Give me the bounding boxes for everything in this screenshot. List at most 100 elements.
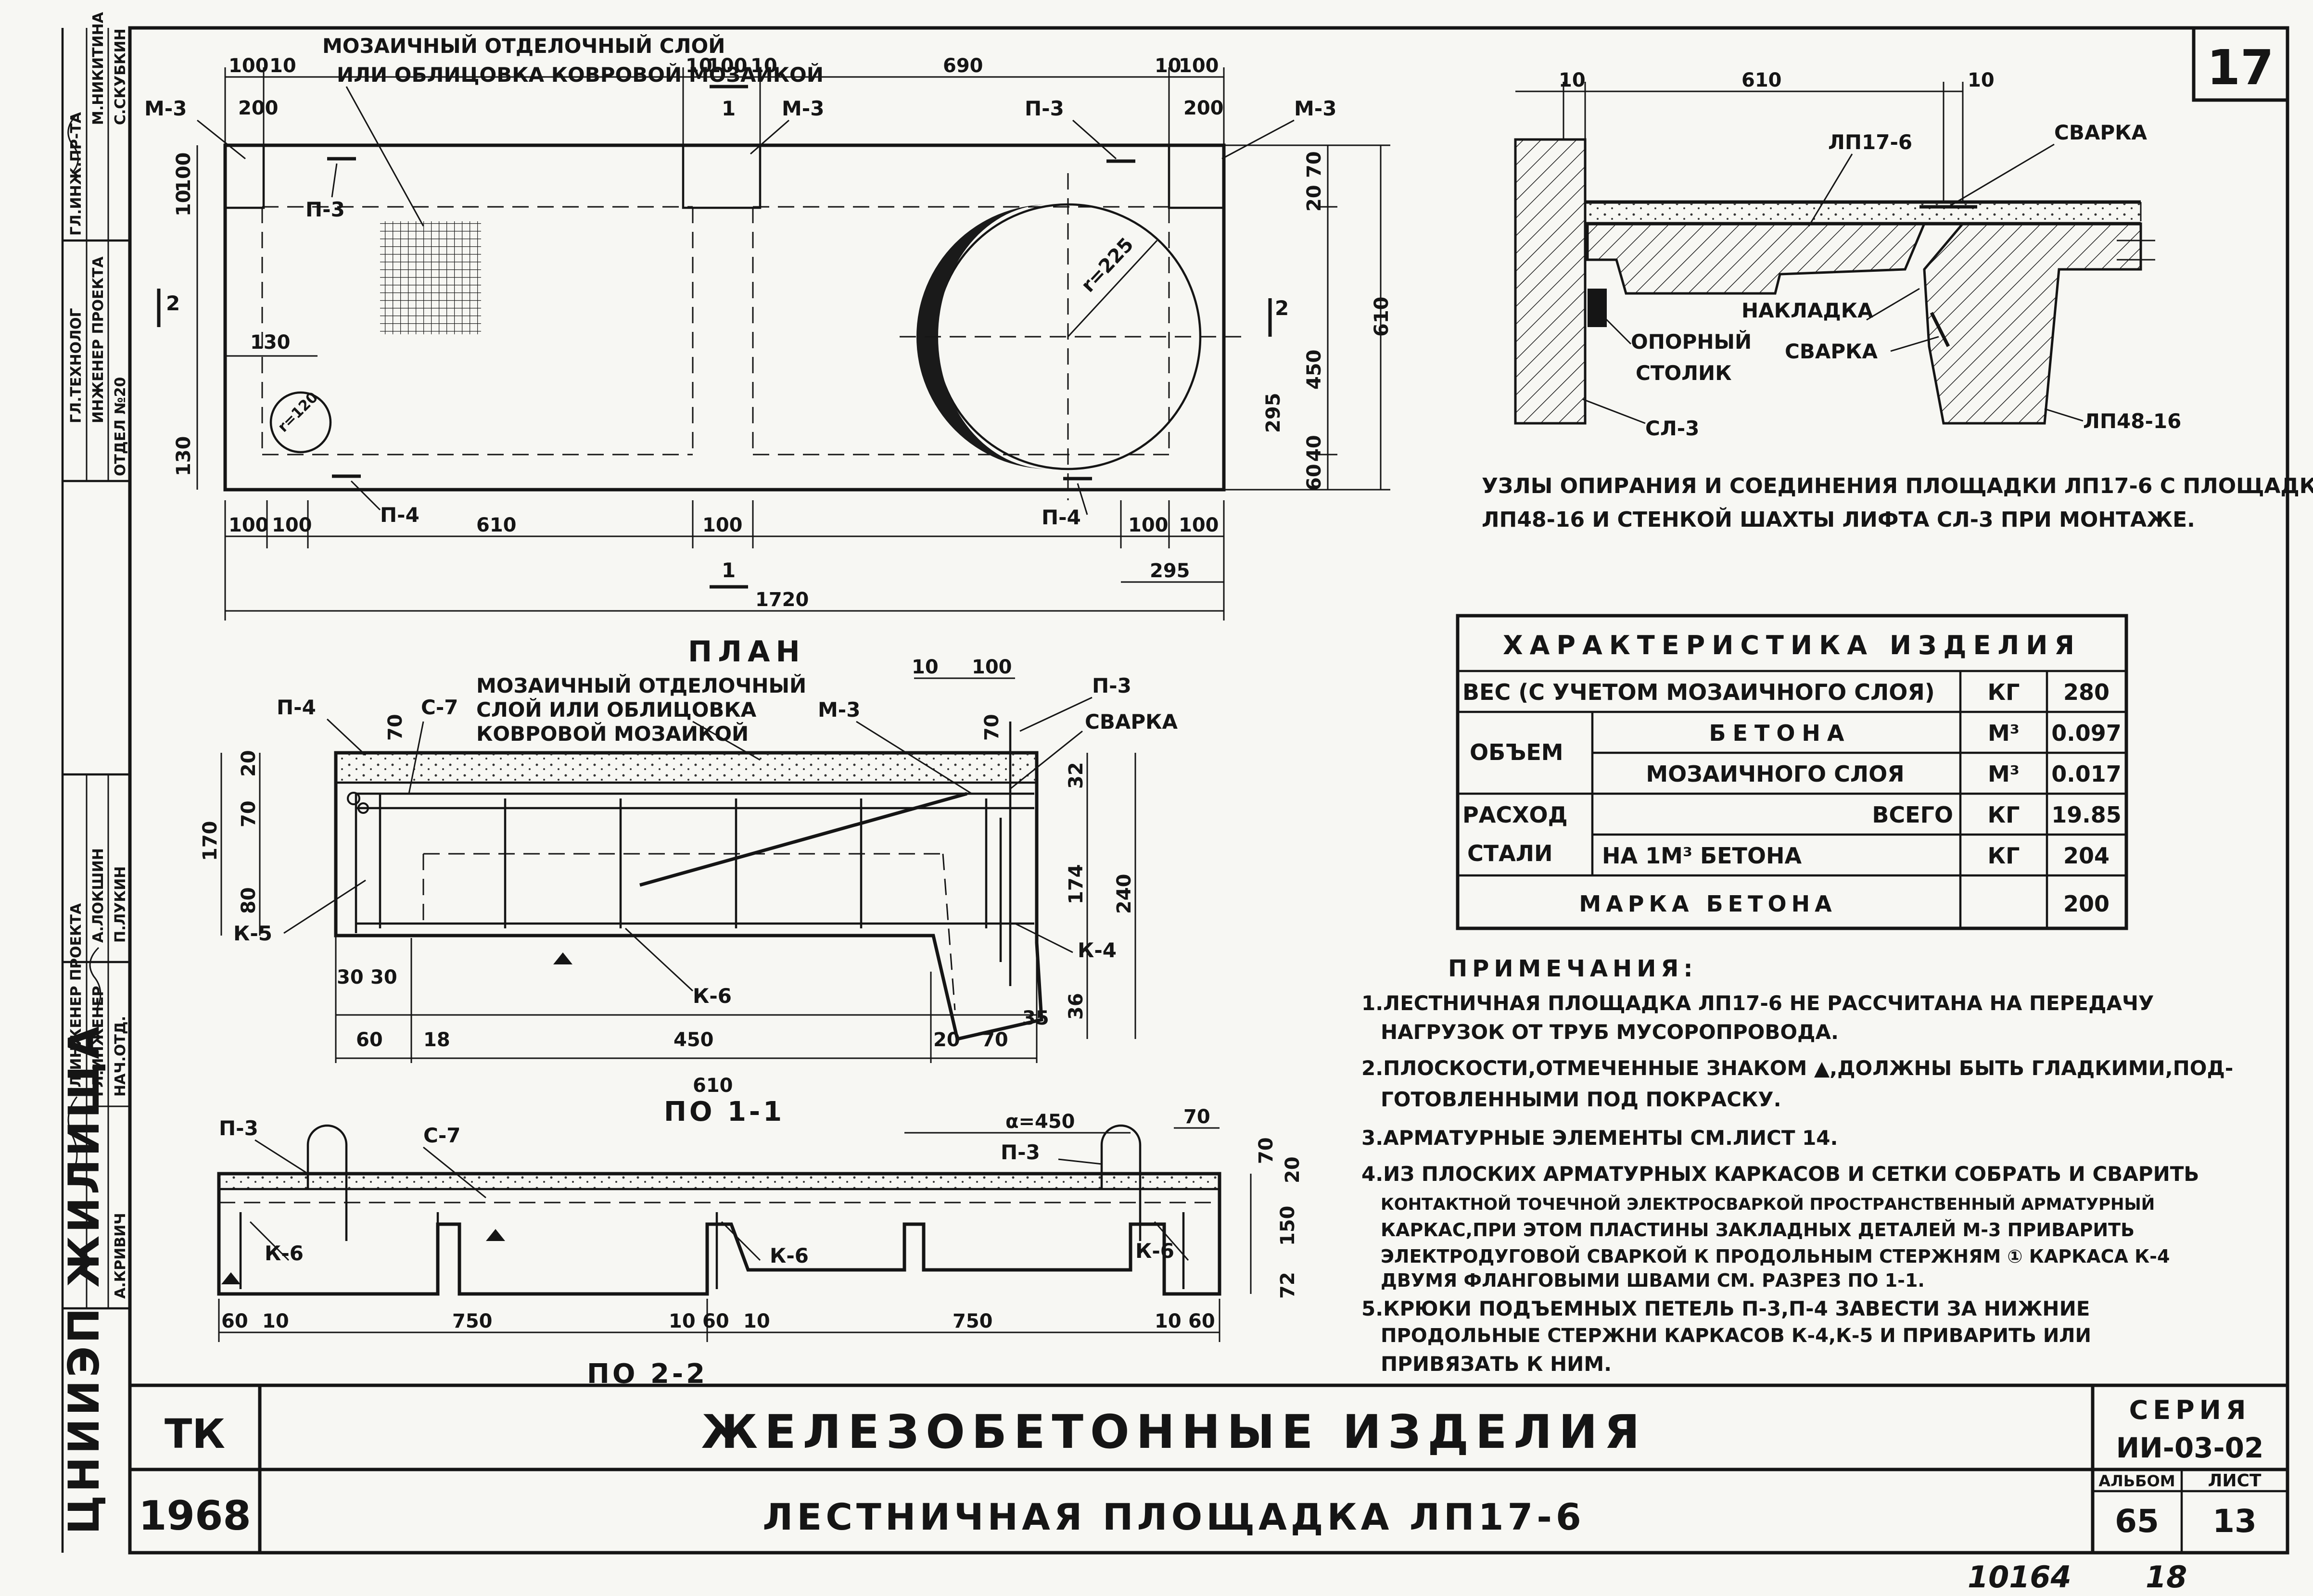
svg-text:35: 35: [1022, 1007, 1049, 1029]
stamp-name-1: М.НИКИТИНА: [90, 12, 107, 125]
node-caption-2: ЛП48-16 И СТЕНКОЙ ШАХТЫ ЛИФТА СЛ-3 ПРИ М…: [1482, 507, 2195, 532]
svg-text:200: 200: [238, 97, 279, 119]
svg-text:100: 100: [707, 55, 748, 77]
svg-text:ЛП17-6: ЛП17-6: [1828, 130, 1912, 154]
svg-text:ЛП48-16: ЛП48-16: [2083, 409, 2181, 433]
svg-text:100: 100: [229, 514, 269, 536]
svg-text:10: 10: [669, 1310, 696, 1332]
svg-text:610: 610: [1741, 69, 1782, 91]
note-line-11: 5.КРЮКИ ПОДЪЕМНЫХ ПЕТЕЛЬ П-3,П-4 ЗАВЕСТИ…: [1361, 1297, 2090, 1320]
svg-text:КГ: КГ: [1988, 679, 2020, 705]
svg-text:СВАРКА: СВАРКА: [1785, 340, 1878, 363]
svg-text:М³: М³: [1988, 720, 2020, 746]
plan-outline: [223, 143, 1226, 492]
svg-text:20: 20: [238, 750, 260, 777]
svg-text:204: 204: [2063, 843, 2110, 869]
plan-p3-left: П-3: [305, 198, 345, 221]
svg-text:10: 10: [743, 1310, 770, 1332]
svg-text:20: 20: [933, 1029, 960, 1051]
mosaic-mesh: [380, 221, 481, 334]
section22-outline: [217, 1172, 1221, 1296]
spec-title: ХАРАКТЕРИСТИКА ИЗДЕЛИЯ: [1503, 630, 2081, 660]
node-detail: 10 610 10 ЛП17-6 СВАРКА НАКЛАДКА СВАРКА …: [1482, 69, 2313, 532]
note-line-9: ЭЛЕКТРОДУГОВОЙ СВАРКОЙ К ПРОДОЛЬНЫМ СТЕР…: [1381, 1246, 2170, 1267]
lp17-slab: [1586, 222, 1926, 295]
plan-total-length: 1720: [755, 589, 809, 611]
stamp-name-3: А.ЛОКШИН: [90, 848, 107, 943]
spec-table: ХАРАКТЕРИСТИКА ИЗДЕЛИЯ ВЕС (С УЧЕТОМ МОЗ…: [1456, 614, 2128, 930]
list-number: 13: [2212, 1503, 2257, 1540]
svg-text:П-3: П-3: [219, 1116, 258, 1140]
title-block: ТК 1968 ЖЕЛЕЗОБЕТОННЫЕ ИЗДЕЛИЯ ЛЕСТНИЧНА…: [130, 1383, 2288, 1553]
stamp-role-4: ОТДЕЛ №20: [112, 377, 129, 476]
svg-text:690: 690: [943, 55, 983, 77]
plan-m3-right: М-3: [1294, 97, 1336, 120]
svg-text:60: 60: [1188, 1310, 1215, 1332]
section11-title: ПО 1-1: [664, 1096, 785, 1127]
svg-text:РАСХОД: РАСХОД: [1462, 802, 1568, 828]
svg-text:100: 100: [272, 514, 312, 536]
svg-text:10: 10: [1155, 55, 1182, 77]
svg-text:70: 70: [1255, 1137, 1277, 1164]
svg-text:450: 450: [1303, 350, 1325, 390]
footer-number-2: 18: [2146, 1559, 2187, 1595]
svg-text:МОЗАИЧНОГО СЛОЯ: МОЗАИЧНОГО СЛОЯ: [1646, 761, 1904, 787]
note-line-12: ПРОДОЛЬНЫЕ СТЕРЖНИ КАРКАСОВ К-4,К-5 И ПР…: [1381, 1325, 2091, 1347]
sheet-number-box: [2192, 26, 2289, 102]
plan-m3-left: М-3: [144, 97, 187, 120]
svg-text:К-6: К-6: [1135, 1239, 1174, 1263]
svg-text:70: 70: [1183, 1106, 1210, 1128]
svg-text:200: 200: [1183, 97, 1224, 119]
svg-text:20: 20: [1303, 185, 1325, 212]
list-label: ЛИСТ: [2208, 1471, 2261, 1491]
svg-text:240: 240: [1113, 874, 1135, 914]
note-line-4: ГОТОВЛЕННЫМИ ПОД ПОКРАСКУ.: [1381, 1088, 1781, 1111]
note-line-1: 1.ЛЕСТНИЧНАЯ ПЛОЩАДКА ЛП17-6 НЕ РАССЧИТА…: [1361, 991, 2154, 1015]
svg-text:450: 450: [674, 1029, 714, 1051]
svg-text:70: 70: [1303, 151, 1325, 178]
plan-mosaic-label-1: МОЗАИЧНЫЙ ОТДЕЛОЧНЫЙ СЛОЙ: [322, 34, 725, 58]
drawing-title: ЖЕЛЕЗОБЕТОННЫЕ ИЗДЕЛИЯ: [701, 1405, 1647, 1459]
album-label: АЛЬБОМ: [2098, 1472, 2175, 1490]
svg-text:С-7: С-7: [423, 1124, 460, 1147]
svg-text:10: 10: [262, 1310, 289, 1332]
stamp-role-6: ГЛ.ИНЖЕНЕР: [90, 986, 107, 1097]
stamp-name-2: С.СКУБКИН: [112, 28, 129, 125]
svg-text:ВЕС (С УЧЕТОМ МОЗАИЧНОГО СЛОЯ): ВЕС (С УЧЕТОМ МОЗАИЧНОГО СЛОЯ): [1462, 679, 1935, 705]
svg-text:100: 100: [1179, 514, 1219, 536]
svg-text:100: 100: [229, 55, 269, 77]
note-line-13: ПРИВЯЗАТЬ К НИМ.: [1381, 1352, 1612, 1376]
svg-text:ОПОРНЫЙ: ОПОРНЫЙ: [1631, 329, 1752, 354]
section-2-2: П-3 С-7 П-3 α=450 К-6 К-6 К-6 60 10 750 …: [217, 1106, 1304, 1390]
svg-text:70: 70: [384, 714, 407, 741]
note-line-10: ДВУМЯ ФЛАНГОВЫМИ ШВАМИ СМ. РАЗРЕЗ ПО 1-1…: [1381, 1270, 1925, 1291]
svg-text:10: 10: [750, 55, 777, 77]
svg-text:60: 60: [221, 1310, 248, 1332]
sheet-number: 17: [2207, 39, 2274, 96]
svg-text:295: 295: [1262, 393, 1284, 433]
svg-text:П-3: П-3: [1001, 1140, 1040, 1164]
note-line-3: 2.ПЛОСКОСТИ,ОТМЕЧЕННЫЕ ЗНАКОМ ▲,ДОЛЖНЫ Б…: [1361, 1056, 2233, 1080]
stamp-role-5: ГЛ.ИНЖЕНЕР ПРОЕКТА: [68, 903, 85, 1097]
section11-mosaic-1: МОЗАИЧНЫЙ ОТДЕЛОЧНЫЙ: [476, 673, 806, 697]
stamp-role-2: ГЛ.ТЕХНОЛОГ: [68, 308, 85, 423]
svg-text:18: 18: [423, 1029, 450, 1051]
section-1-1: П-4 С-7 МОЗАИЧНЫЙ ОТДЕЛОЧНЫЙ СЛОЙ ИЛИ ОБ…: [199, 656, 1178, 1127]
svg-text:610: 610: [1371, 297, 1393, 337]
series-label: СЕРИЯ: [2129, 1395, 2251, 1425]
section11-mosaic-3: КОВРОВОЙ МОЗАИКОЙ: [476, 722, 749, 746]
plan-view-title: ПЛАН: [688, 635, 806, 669]
note-line-2: НАГРУЗОК ОТ ТРУБ МУСОРОПРОВОДА.: [1381, 1020, 1839, 1044]
svg-text:К-6: К-6: [265, 1241, 304, 1265]
svg-text:СЛ-3: СЛ-3: [1645, 417, 1699, 440]
svg-text:200: 200: [2063, 891, 2110, 917]
note-line-7: КОНТАКТНОЙ ТОЧЕЧНОЙ ЭЛЕКТРОСВАРКОЙ ПРОСТ…: [1381, 1194, 2155, 1214]
svg-text:К-5: К-5: [233, 922, 272, 945]
svg-text:0.097: 0.097: [2051, 720, 2122, 746]
svg-text:П-3: П-3: [1092, 674, 1131, 697]
plan-p4-left: П-4: [380, 503, 419, 527]
svg-text:750: 750: [953, 1310, 993, 1332]
notes-title: ПРИМЕЧАНИЯ:: [1448, 955, 1698, 982]
stamp-role-1: ГЛ.ИНЖ.ПР-ТА: [68, 112, 85, 236]
lift-wall: [1514, 138, 1587, 425]
